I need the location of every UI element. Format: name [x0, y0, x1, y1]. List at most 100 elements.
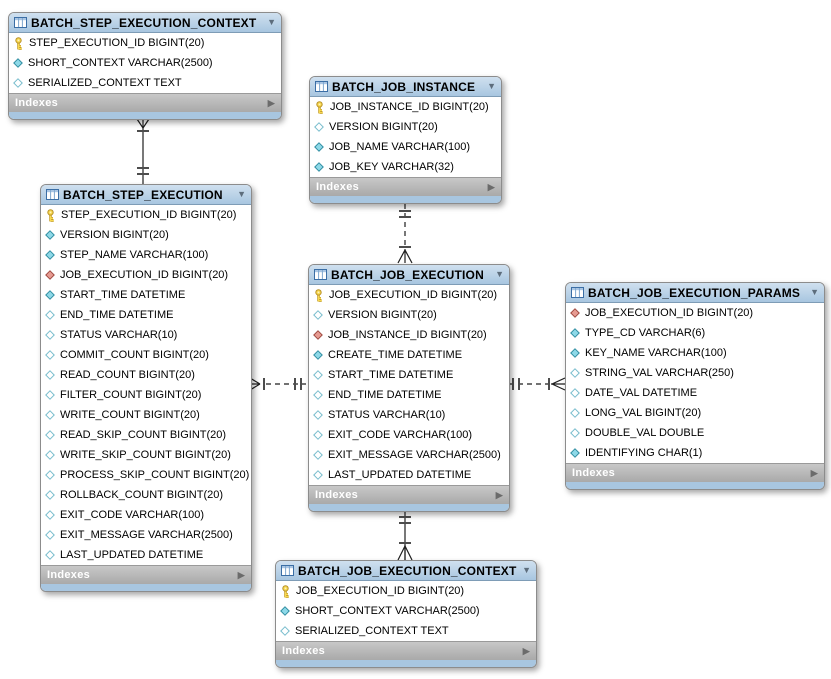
- table-batch-job-instance[interactable]: BATCH_JOB_INSTANCE▼JOB_INSTANCE_ID BIGIN…: [309, 76, 502, 204]
- collapse-arrow-icon[interactable]: ▼: [810, 287, 819, 297]
- column-row[interactable]: START_TIME DATETIME: [309, 365, 509, 385]
- collapse-arrow-icon[interactable]: ▼: [487, 81, 496, 91]
- nullable-attribute-icon: [313, 430, 323, 440]
- crow-foot-marker: [397, 249, 413, 264]
- column-row[interactable]: STATUS VARCHAR(10): [309, 405, 509, 425]
- column-row[interactable]: WRITE_COUNT BIGINT(20): [41, 405, 251, 425]
- column-label: READ_SKIP_COUNT BIGINT(20): [60, 429, 227, 441]
- table-header[interactable]: BATCH_JOB_EXECUTION_CONTEXT▼: [276, 561, 536, 581]
- column-row[interactable]: JOB_KEY VARCHAR(32): [310, 157, 501, 177]
- column-row[interactable]: EXIT_CODE VARCHAR(100): [41, 505, 251, 525]
- nullable-attribute-icon: [45, 530, 55, 540]
- not-null-attribute-icon: [45, 290, 55, 300]
- column-row[interactable]: STEP_EXECUTION_ID BIGINT(20): [9, 33, 281, 53]
- indexes-bar[interactable]: Indexes▶: [41, 565, 251, 584]
- relationship-job-execution-to-job-execution-params[interactable]: [509, 377, 566, 391]
- column-row[interactable]: END_TIME DATETIME: [41, 305, 251, 325]
- column-label: LONG_VAL BIGINT(20): [585, 407, 702, 419]
- table-header[interactable]: BATCH_JOB_EXECUTION▼: [309, 265, 509, 285]
- table-icon-glyph: [14, 17, 27, 28]
- table-header[interactable]: BATCH_JOB_INSTANCE▼: [310, 77, 501, 97]
- table-header[interactable]: BATCH_JOB_EXECUTION_PARAMS▼: [566, 283, 824, 303]
- column-row[interactable]: LONG_VAL BIGINT(20): [566, 403, 824, 423]
- nullable-attribute-icon: [45, 510, 55, 520]
- collapse-arrow-icon[interactable]: ▼: [237, 189, 246, 199]
- indexes-bar[interactable]: Indexes▶: [566, 463, 824, 482]
- column-label: START_TIME DATETIME: [60, 289, 186, 301]
- table-batch-step-execution-context[interactable]: BATCH_STEP_EXECUTION_CONTEXT▼STEP_EXECUT…: [8, 12, 282, 120]
- column-row[interactable]: STATUS VARCHAR(10): [41, 325, 251, 345]
- table-batch-step-execution[interactable]: BATCH_STEP_EXECUTION▼STEP_EXECUTION_ID B…: [40, 184, 252, 592]
- nullable-attribute-icon: [13, 78, 23, 88]
- collapse-arrow-icon[interactable]: ▼: [522, 565, 531, 575]
- not-null-attribute-icon: [45, 230, 55, 240]
- column-row[interactable]: VERSION BIGINT(20): [309, 305, 509, 325]
- column-row[interactable]: STEP_EXECUTION_ID BIGINT(20): [41, 205, 251, 225]
- indexes-bar[interactable]: Indexes▶: [309, 485, 509, 504]
- column-label: LAST_UPDATED DATETIME: [328, 469, 472, 481]
- column-row[interactable]: CREATE_TIME DATETIME: [309, 345, 509, 365]
- column-row[interactable]: STRING_VAL VARCHAR(250): [566, 363, 824, 383]
- table-icon-glyph: [571, 287, 584, 298]
- relationship-job-execution-to-job-execution-context[interactable]: [397, 511, 413, 561]
- column-row[interactable]: JOB_NAME VARCHAR(100): [310, 137, 501, 157]
- column-row[interactable]: JOB_EXECUTION_ID BIGINT(20): [276, 581, 536, 601]
- primary-key-icon: [47, 208, 54, 222]
- column-label: EXIT_CODE VARCHAR(100): [328, 429, 473, 441]
- table-icon: [571, 287, 584, 298]
- column-row[interactable]: JOB_INSTANCE_ID BIGINT(20): [309, 325, 509, 345]
- relationship-step-execution-to-job-execution[interactable]: [249, 377, 306, 391]
- column-row[interactable]: COMMIT_COUNT BIGINT(20): [41, 345, 251, 365]
- column-row[interactable]: IDENTIFYING CHAR(1): [566, 443, 824, 463]
- column-row[interactable]: JOB_INSTANCE_ID BIGINT(20): [310, 97, 501, 117]
- column-label: JOB_NAME VARCHAR(100): [329, 141, 470, 153]
- column-label: KEY_NAME VARCHAR(100): [585, 347, 727, 359]
- not-null-attribute-icon: [314, 142, 324, 152]
- column-label: JOB_EXECUTION_ID BIGINT(20): [585, 307, 754, 319]
- relationship-step-execution-context-to-step-execution[interactable]: [136, 118, 150, 184]
- column-row[interactable]: END_TIME DATETIME: [309, 385, 509, 405]
- column-row[interactable]: LAST_UPDATED DATETIME: [41, 545, 251, 565]
- column-row[interactable]: LAST_UPDATED DATETIME: [309, 465, 509, 485]
- column-row[interactable]: SERIALIZED_CONTEXT TEXT: [276, 621, 536, 641]
- table-batch-job-execution-params[interactable]: BATCH_JOB_EXECUTION_PARAMS▼ JOB_EXECUTION…: [565, 282, 825, 490]
- column-row[interactable]: EXIT_MESSAGE VARCHAR(2500): [309, 445, 509, 465]
- foreign-key-icon: [570, 308, 580, 318]
- column-row[interactable]: EXIT_CODE VARCHAR(100): [309, 425, 509, 445]
- collapse-arrow-icon[interactable]: ▼: [495, 269, 504, 279]
- column-row[interactable]: TYPE_CD VARCHAR(6): [566, 323, 824, 343]
- column-row[interactable]: KEY_NAME VARCHAR(100): [566, 343, 824, 363]
- column-row[interactable]: STEP_NAME VARCHAR(100): [41, 245, 251, 265]
- indexes-bar[interactable]: Indexes▶: [310, 177, 501, 196]
- table-header[interactable]: BATCH_STEP_EXECUTION▼: [41, 185, 251, 205]
- column-row[interactable]: FILTER_COUNT BIGINT(20): [41, 385, 251, 405]
- column-row[interactable]: READ_SKIP_COUNT BIGINT(20): [41, 425, 251, 445]
- column-row[interactable]: START_TIME DATETIME: [41, 285, 251, 305]
- collapse-arrow-icon[interactable]: ▼: [267, 17, 276, 27]
- column-row[interactable]: DOUBLE_VAL DOUBLE: [566, 423, 824, 443]
- table-batch-job-execution-context[interactable]: BATCH_JOB_EXECUTION_CONTEXT▼JOB_EXECUTIO…: [275, 560, 537, 668]
- column-row[interactable]: VERSION BIGINT(20): [41, 225, 251, 245]
- column-row[interactable]: WRITE_SKIP_COUNT BIGINT(20): [41, 445, 251, 465]
- column-row[interactable]: SHORT_CONTEXT VARCHAR(2500): [276, 601, 536, 621]
- column-row[interactable]: ROLLBACK_COUNT BIGINT(20): [41, 485, 251, 505]
- column-row[interactable]: VERSION BIGINT(20): [310, 117, 501, 137]
- column-row[interactable]: PROCESS_SKIP_COUNT BIGINT(20): [41, 465, 251, 485]
- column-row[interactable]: EXIT_MESSAGE VARCHAR(2500): [41, 525, 251, 545]
- column-row[interactable]: SERIALIZED_CONTEXT TEXT: [9, 73, 281, 93]
- crow-foot-marker: [397, 545, 413, 561]
- column-row[interactable]: DATE_VAL DATETIME: [566, 383, 824, 403]
- column-row[interactable]: JOB_EXECUTION_ID BIGINT(20): [566, 303, 824, 323]
- relationship-job-instance-to-job-execution[interactable]: [397, 204, 413, 264]
- indexes-bar[interactable]: Indexes▶: [9, 93, 281, 112]
- column-row[interactable]: JOB_EXECUTION_ID BIGINT(20): [41, 265, 251, 285]
- column-row[interactable]: JOB_EXECUTION_ID BIGINT(20): [309, 285, 509, 305]
- table-header[interactable]: BATCH_STEP_EXECUTION_CONTEXT▼: [9, 13, 281, 33]
- indexes-bar[interactable]: Indexes▶: [276, 641, 536, 660]
- column-label: VERSION BIGINT(20): [60, 229, 169, 241]
- column-label: JOB_EXECUTION_ID BIGINT(20): [60, 269, 229, 281]
- column-row[interactable]: READ_COUNT BIGINT(20): [41, 365, 251, 385]
- column-row[interactable]: SHORT_CONTEXT VARCHAR(2500): [9, 53, 281, 73]
- table-batch-job-execution[interactable]: BATCH_JOB_EXECUTION▼JOB_EXECUTION_ID BIG…: [308, 264, 510, 512]
- table-icon-glyph: [314, 269, 327, 280]
